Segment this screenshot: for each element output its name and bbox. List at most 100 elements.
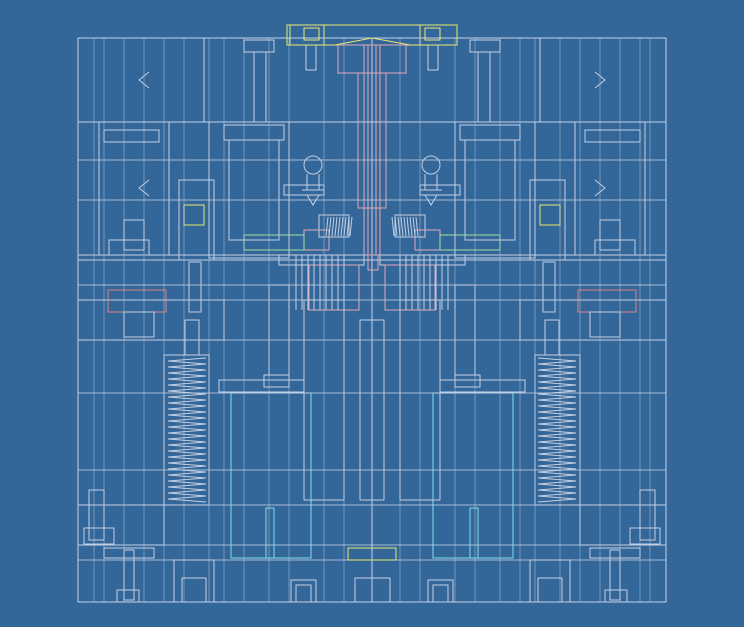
cad-part: [477, 51, 491, 123]
mold-left-half: [77, 24, 373, 603]
spring-coil: [167, 393, 207, 401]
spring-coil: [537, 393, 577, 401]
spring-coil: [167, 447, 207, 455]
cad-part: [290, 579, 317, 603]
cad-part: [268, 284, 290, 376]
spring-coil: [537, 369, 577, 377]
cad-part: [629, 527, 661, 545]
spring-coil: [537, 447, 577, 455]
spring-coil: [167, 405, 207, 413]
hatch: [337, 216, 341, 237]
hatch: [346, 216, 350, 237]
spring-coil: [537, 429, 577, 437]
spring-coil: [167, 387, 207, 395]
cad-part: [579, 504, 667, 546]
cad-part: [116, 589, 140, 603]
spring-coil: [537, 381, 577, 389]
spring-coil: [537, 405, 577, 413]
center-bolt: [354, 577, 391, 603]
hatch: [412, 216, 416, 237]
hatch: [328, 216, 332, 237]
spring-coil: [537, 411, 577, 419]
spring-coil: [167, 411, 207, 419]
cad-part: [539, 37, 667, 123]
hatch: [343, 216, 347, 237]
spring-coil: [537, 417, 577, 425]
hatch: [403, 216, 407, 237]
spring-coil: [167, 423, 207, 431]
cad-part: [318, 214, 350, 238]
spring-coil: [167, 471, 207, 479]
cad-part: [218, 379, 305, 393]
cad-part: [295, 584, 312, 603]
cad-part: [542, 261, 556, 313]
spring-coil: [167, 369, 207, 377]
cad-part: [544, 319, 560, 356]
cad-part: [599, 219, 621, 251]
cad-part: [414, 229, 441, 251]
spring-coil: [167, 459, 207, 467]
cad-part: [228, 139, 280, 241]
cad-part: [454, 374, 481, 388]
spring-coil: [167, 429, 207, 437]
spring-coil: [167, 477, 207, 485]
cad-part: [464, 139, 516, 241]
cad-part: [604, 589, 628, 603]
cad-part: [77, 299, 225, 341]
hatch: [349, 216, 353, 237]
cad-part: [308, 264, 360, 311]
spring-coil: [167, 483, 207, 491]
cad-part: [594, 239, 636, 256]
spring-coil: [537, 363, 577, 371]
cad-part: [439, 379, 526, 393]
spring-coil: [167, 381, 207, 389]
cad-part: [454, 284, 476, 376]
cad-part: [83, 527, 115, 545]
hatch: [325, 216, 329, 237]
spring-coil: [167, 489, 207, 497]
cad-part: [123, 549, 135, 601]
cad-part: [424, 27, 441, 41]
spring-coil: [167, 435, 207, 443]
cad-part: [305, 44, 317, 71]
hatch: [415, 216, 419, 237]
spring-coil: [537, 387, 577, 395]
hatch: [394, 216, 398, 237]
cad-part: [103, 129, 160, 143]
cad-part: [384, 264, 436, 311]
cad-part: [432, 584, 449, 603]
spring-coil: [537, 489, 577, 497]
cad-part: [427, 579, 454, 603]
cad-part: [184, 319, 200, 356]
cad-part: [77, 37, 205, 123]
cad-part: [188, 261, 202, 313]
spring-coil: [537, 495, 577, 503]
center-plate: [347, 547, 397, 561]
spring-coil: [537, 435, 577, 443]
cad-part: [173, 559, 215, 603]
cad-part: [103, 547, 155, 559]
spring-coil: [537, 441, 577, 449]
cad-part: [88, 489, 105, 541]
spring-coil: [537, 399, 577, 407]
hatch: [334, 216, 338, 237]
cad-part: [469, 507, 479, 559]
cad-part: [253, 51, 267, 123]
cad-part: [394, 214, 426, 238]
hatch: [400, 216, 404, 237]
spring-coil: [167, 465, 207, 473]
spring-coil: [537, 453, 577, 461]
knob-stem: [302, 174, 324, 206]
cad-part: [519, 299, 667, 341]
hatch: [406, 216, 410, 237]
cad-part: [303, 229, 330, 251]
spring-coil: [167, 363, 207, 371]
cad-part: [181, 577, 207, 603]
cad-part: [439, 234, 501, 251]
cad-part: [539, 204, 561, 226]
spring-coil: [167, 417, 207, 425]
guide-tip: [138, 71, 150, 197]
hatch: [391, 216, 395, 237]
center-pin: [359, 319, 385, 501]
